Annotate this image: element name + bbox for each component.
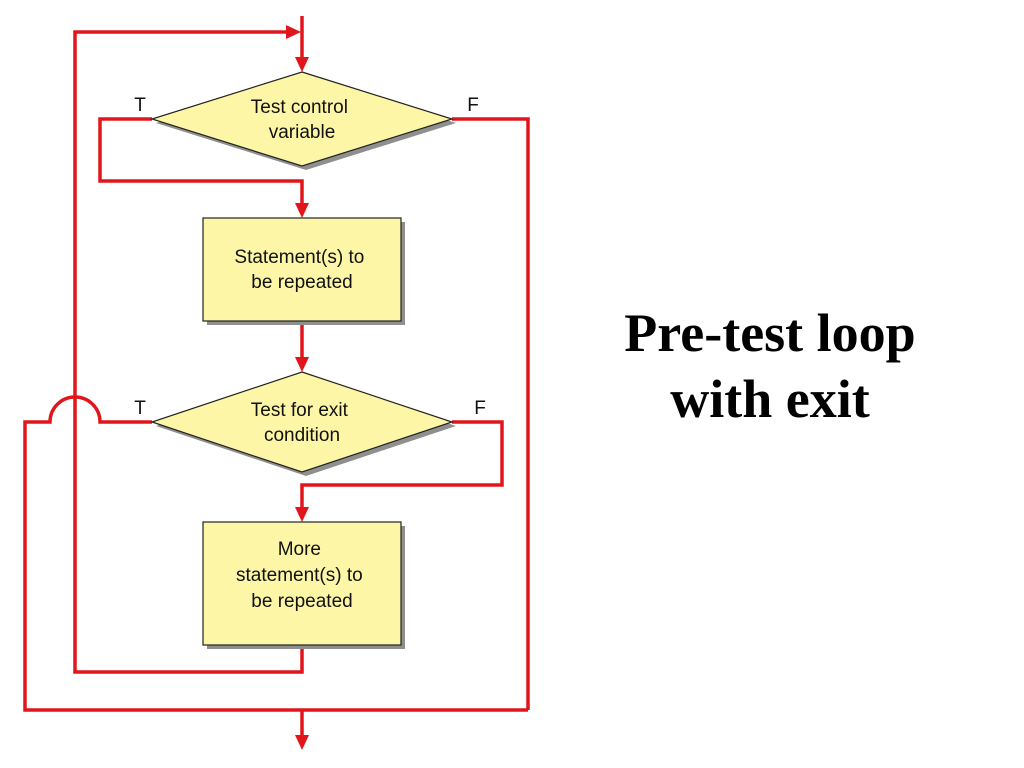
decision-test-control-text-line-2: variable [269, 122, 336, 143]
test-exit-true-line [23, 395, 528, 712]
exit-test-arrowhead [295, 357, 309, 372]
svg-text:Test for exit condition: Test for exit condition [251, 400, 353, 446]
process-more-statements-text-line-1: More [278, 539, 321, 560]
svg-text:Statement(s) to be repea: Statement(s) to be repeated [234, 247, 369, 293]
decision-test-exit-text-line-2: condition [264, 425, 340, 446]
process-more-statements-text-line-3: be repeated [251, 591, 352, 612]
test-exit-false-label: F [474, 398, 486, 419]
slide-title-line-2: with exit [670, 369, 870, 429]
statements-2-arrowhead [295, 507, 309, 522]
svg-text:Test control variable: Test control variable [251, 97, 353, 143]
loop-back-arrowhead [286, 25, 301, 39]
slide-title: Pre-test loop with exit [560, 300, 980, 432]
test-exit-false-line [300, 420, 504, 510]
process-statements: Statement(s) to be repeated [202, 217, 405, 325]
slide-title-line-1: Pre-test loop [624, 303, 916, 363]
process-statements-text-line-2: be repeated [251, 272, 352, 293]
decision-test-exit-text-line-1: Test for exit [251, 400, 349, 421]
process-statements-text-line-1: Statement(s) to [234, 247, 364, 268]
process-more-statements-text-line-2: statement(s) to [236, 565, 363, 586]
loop-back-line [73, 30, 304, 674]
decision-test-control-text-line-1: Test control [251, 97, 348, 118]
entry-arrowhead [295, 57, 309, 72]
process-more-statements: More statement(s) to be repeated [202, 521, 405, 649]
svg-text:More statement(s) to: More statement(s) to be repeated [236, 539, 368, 612]
flow-connectors [23, 16, 530, 738]
decision-test-control: Test control variable [149, 71, 456, 170]
test-control-true-label: T [134, 95, 146, 116]
test-exit-true-label: T [134, 398, 146, 419]
statements-1-arrowhead [295, 203, 309, 218]
test-control-true-line [98, 117, 304, 205]
exit-arrowhead [295, 735, 309, 750]
flow-arrowheads [286, 25, 309, 750]
test-control-false-label: F [467, 95, 479, 116]
decision-test-exit: Test for exit condition [150, 371, 456, 476]
test-control-false-line [452, 117, 530, 710]
